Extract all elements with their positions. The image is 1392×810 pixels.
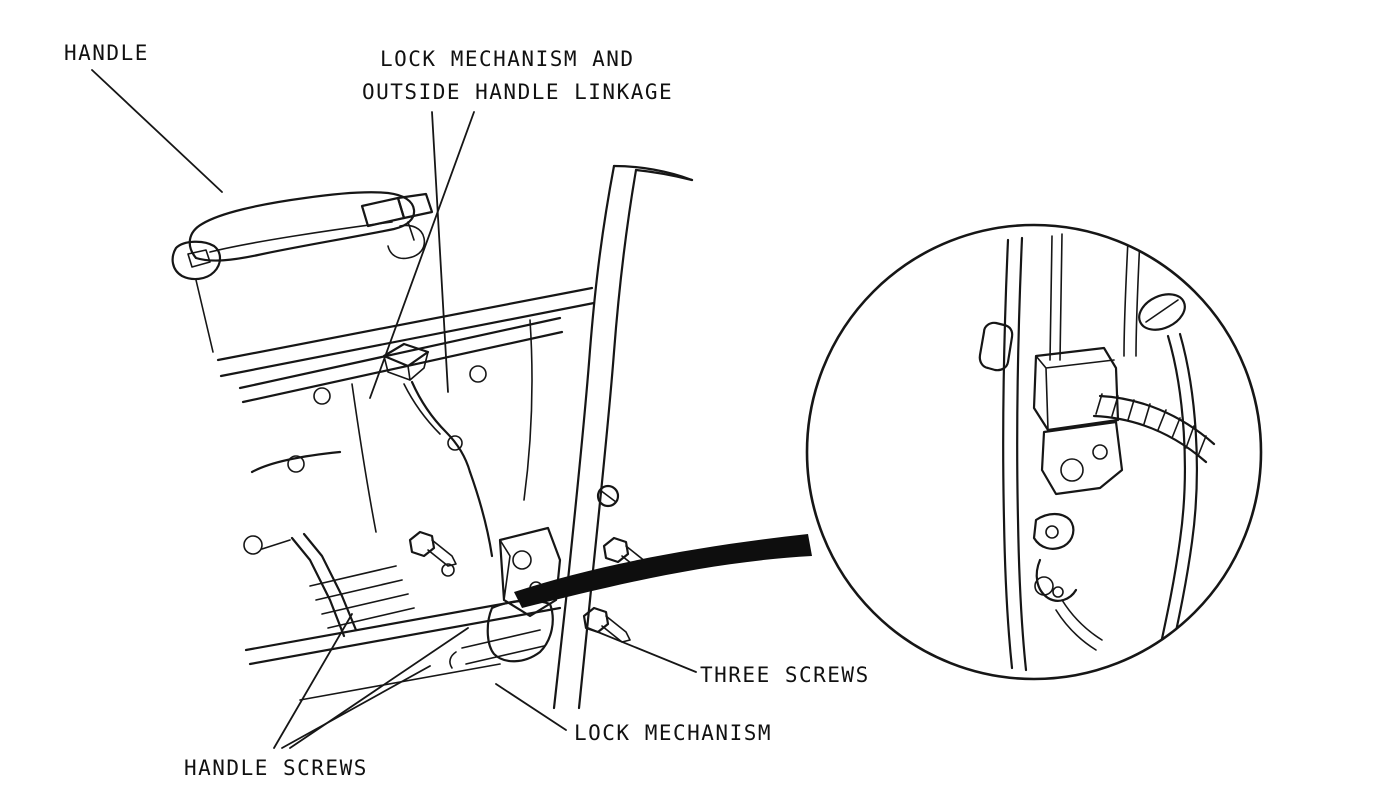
label-three-screws: THREE SCREWS [700, 663, 870, 687]
hex-screw [582, 606, 631, 643]
handle-leader-line [91, 69, 223, 193]
lock-linkage-leader-line-1 [431, 111, 449, 393]
outside-handle-drawing [171, 191, 434, 353]
magnifier-circle [805, 223, 1263, 681]
magnifier-pointer-swoosh [514, 534, 812, 608]
callout-labels: HANDLE LOCK MECHANISM AND OUTSIDE HANDLE… [64, 41, 870, 780]
label-lock-mechanism: LOCK MECHANISM [574, 721, 772, 745]
label-handle-screws: HANDLE SCREWS [184, 756, 368, 780]
handle-screws-leader-line-1 [273, 613, 353, 749]
label-handle: HANDLE [64, 41, 149, 65]
label-lock-linkage-line2: OUTSIDE HANDLE LINKAGE [362, 80, 673, 104]
handle-screws-leader-line-2 [281, 665, 431, 749]
three-screws-leader-line [587, 627, 697, 673]
round-head-screw [596, 484, 620, 508]
leader-lines [91, 69, 697, 749]
magnified-detail [805, 223, 1263, 681]
lock-mechanism-leader-line [495, 683, 567, 731]
handle-screws-leader-line-3 [289, 627, 469, 749]
lock-linkage-leader-line-2 [369, 111, 475, 399]
door-body-linework [216, 164, 694, 710]
hex-screw [408, 530, 457, 567]
label-lock-linkage-line1: LOCK MECHANISM AND [380, 47, 635, 71]
